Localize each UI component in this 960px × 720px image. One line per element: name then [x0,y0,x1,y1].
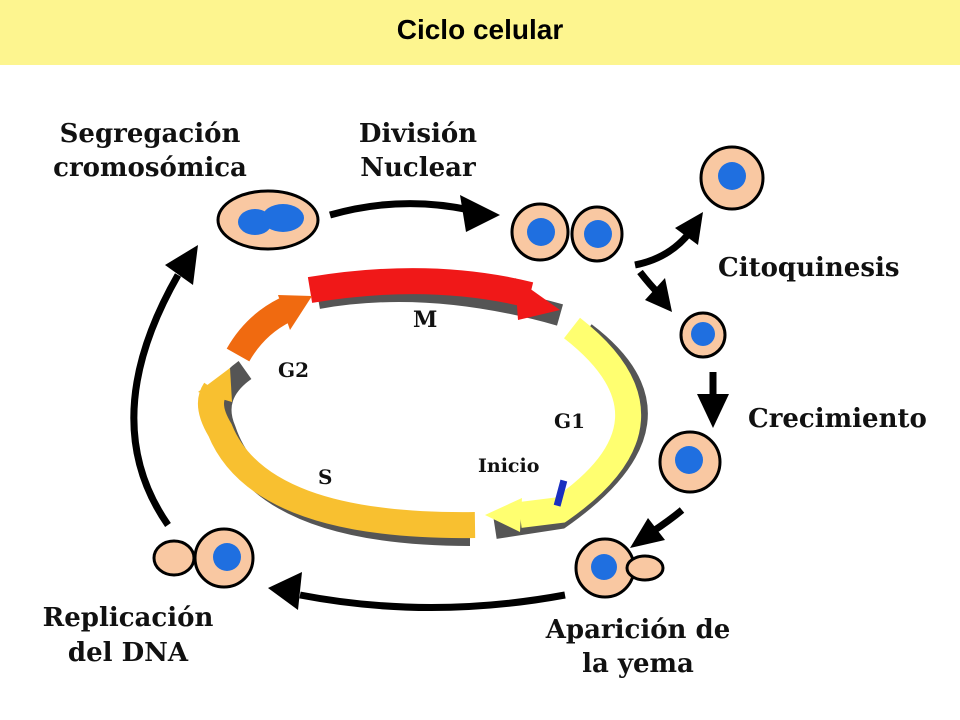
cell-aparicion [574,537,665,599]
cell-segregacion [216,189,320,251]
cell-small [679,311,727,359]
cell-crecimiento [658,430,722,494]
title-bar: Ciclo celular [0,0,960,65]
arrowhead-aparicion [630,518,665,548]
arrowhead-division [460,195,500,232]
label-segregacion-line2: cromosómica [53,153,247,183]
label-citoquinesis: Citoquinesis [718,253,899,283]
phase-g2-label: G2 [278,358,309,382]
label-replicacion-line1: Replicación [43,603,214,633]
phase-g1-label: G1 [554,409,585,433]
arrow-to-citoquinesis [634,229,693,269]
label-replicacion-line2: del DNA [68,638,189,668]
arrowhead-small-cell [645,278,672,312]
phase-s-arrow [198,368,476,539]
arrowhead-replicacion [268,572,302,610]
label-segregacion-line1: Segregación [60,119,241,149]
cell-citoquinesis [699,145,765,211]
arrow-segregacion-to-division [329,200,471,219]
arrow-aparicion-to-replicacion [299,591,566,611]
label-division-line2: Nuclear [360,153,476,183]
label-crecimiento: Crecimiento [748,404,927,434]
outer-cycle-arrows [130,195,729,611]
page-title: Ciclo celular [396,14,564,45]
phase-g2-arrow [226,295,312,362]
arrowhead-citoquinesis [675,212,703,245]
phase-inicio-label: Inicio [478,455,539,477]
phase-g1-arrow [485,317,642,532]
phase-m-label: M [413,307,437,333]
arrowhead-crecimiento [697,394,729,428]
phase-m-arrow [307,268,560,320]
arrowhead-segregacion [165,245,198,285]
arrow-replicacion-to-segregacion [130,273,182,527]
cell-replicacion [152,527,255,589]
phase-s-label: S [318,465,332,489]
label-division-line1: División [359,119,477,149]
label-aparicion-line1: Aparición de [545,615,731,645]
cell-division [510,202,624,263]
inicio-marker [553,479,568,507]
label-aparicion-line2: la yema [582,649,694,679]
arrow-to-aparicion [650,507,685,535]
